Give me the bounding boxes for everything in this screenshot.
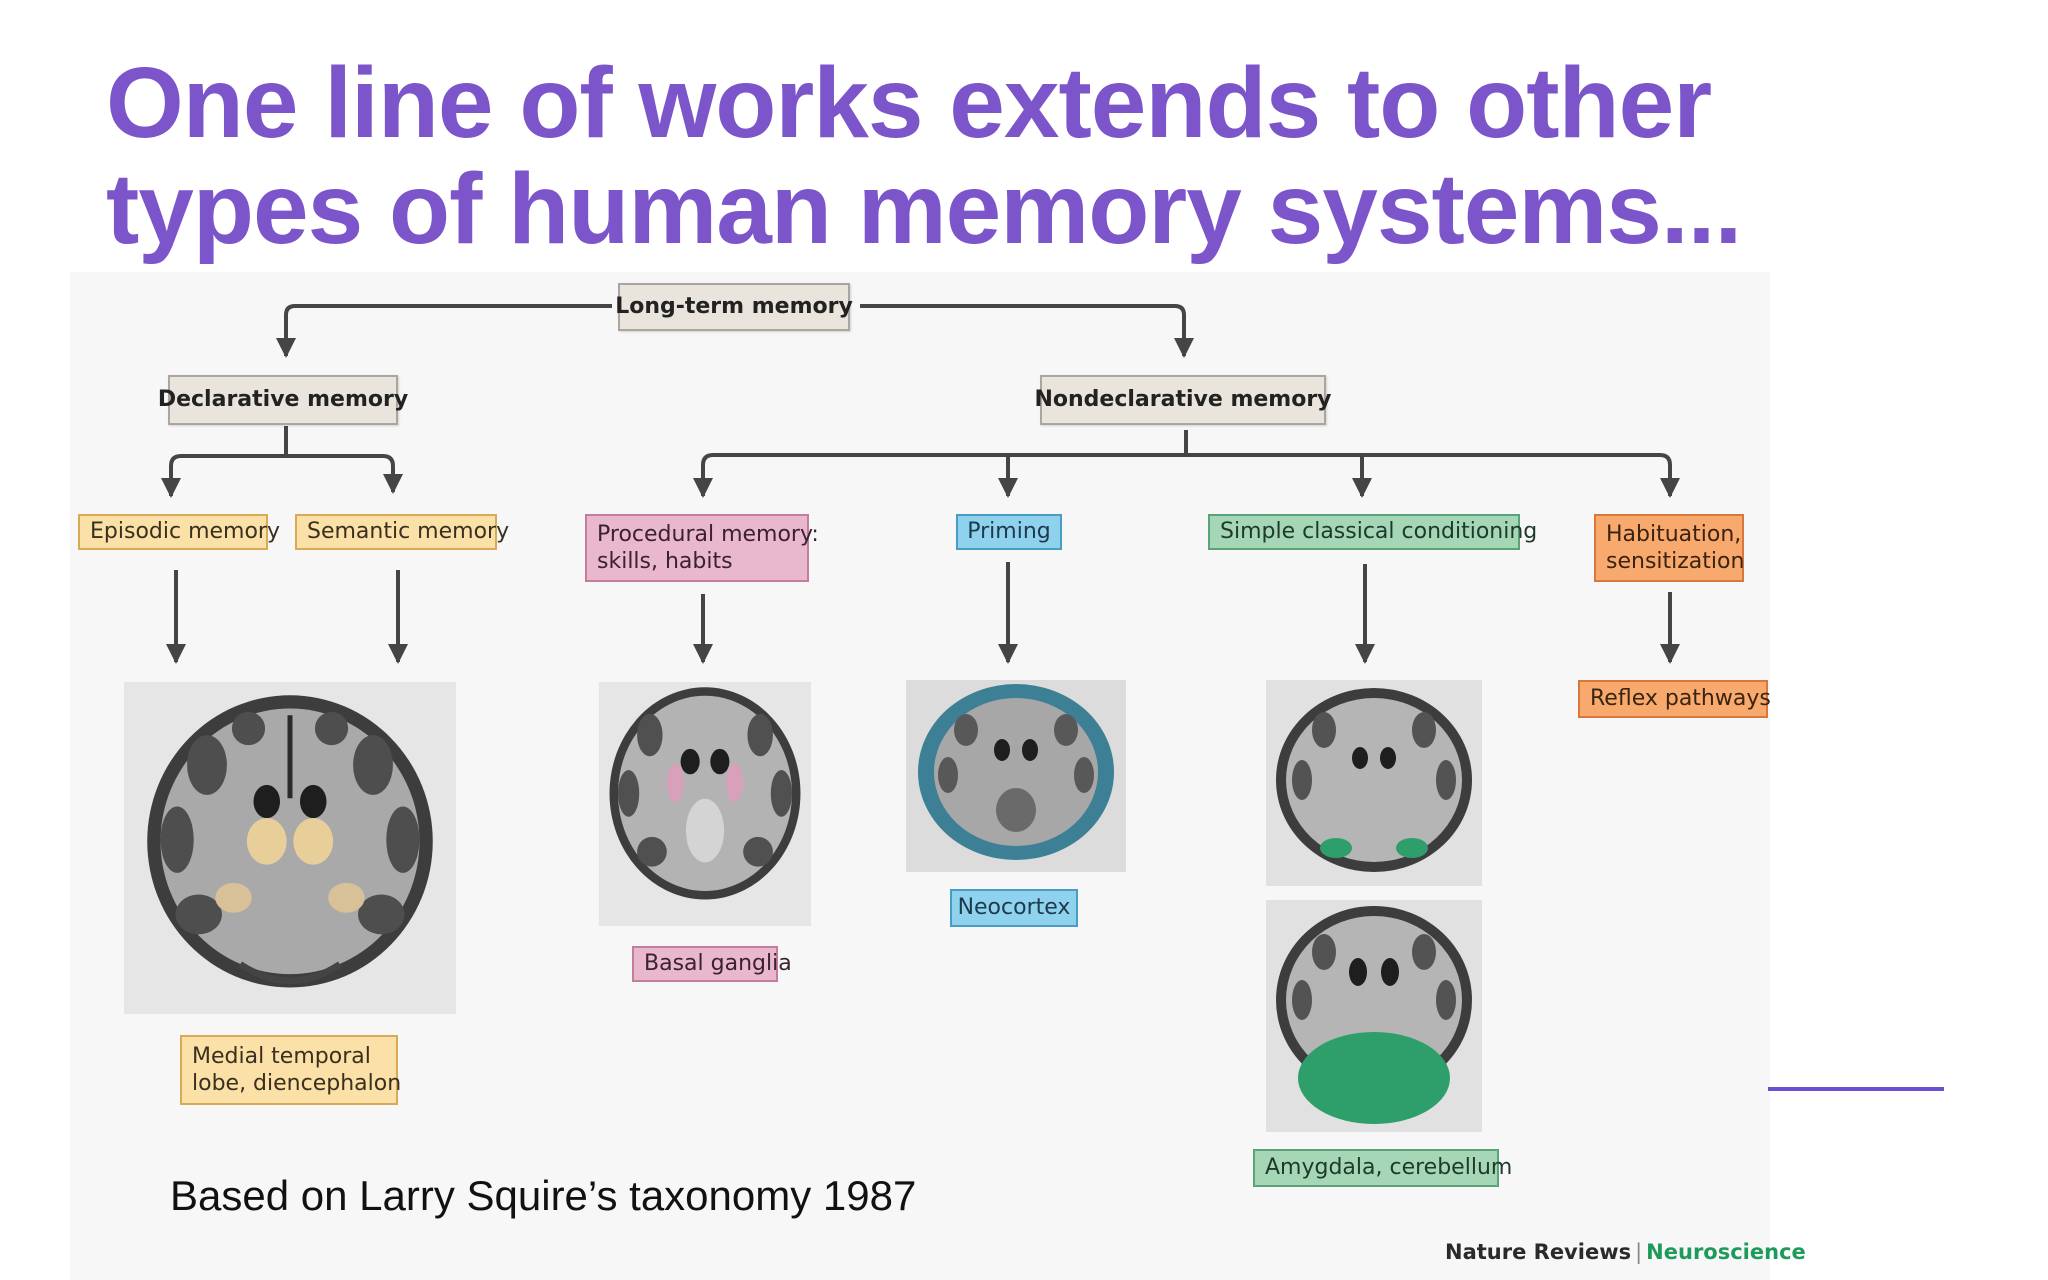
habituation-line-2: sensitization (1606, 549, 1745, 574)
medial-temporal-line-1: Medial temporal (192, 1044, 371, 1069)
brain-scan-priming (906, 680, 1126, 872)
semantic-memory-label: Semantic memory (307, 519, 510, 544)
reflex-pathways-box: Reflex pathways (1578, 680, 1771, 718)
habituation-line-1: Habituation, (1606, 522, 1742, 547)
basal-ganglia-label: Basal ganglia (644, 951, 792, 976)
title-line-2: types of human memory systems... (106, 153, 1742, 265)
journal-attribution: Nature Reviews|Neuroscience (1445, 1240, 1806, 1264)
declarative-memory-label: Declarative memory (157, 387, 409, 412)
semantic-memory-box: Semantic memory (295, 514, 509, 550)
habituation-sensitization-box: Habituation, sensitization (1594, 514, 1744, 582)
declarative-memory-box: Declarative memory (158, 375, 408, 425)
nondeclarative-memory-box: Nondeclarative memory (1034, 375, 1332, 425)
medial-temporal-lobe-box: Medial temporal lobe, diencephalon (180, 1035, 402, 1105)
episodic-memory-label: Episodic memory (90, 519, 280, 544)
journal-separator: | (1635, 1240, 1643, 1264)
brain-scan-declarative (124, 682, 456, 1014)
brain-scan-conditioning-amygdala (1266, 680, 1482, 886)
basal-ganglia-box: Basal ganglia (632, 946, 792, 982)
journal-name: Nature Reviews (1445, 1240, 1632, 1264)
title-line-1: One line of works extends to other (106, 47, 1712, 159)
neocortex-box: Neocortex (950, 889, 1078, 927)
long-term-memory-label: Long-term memory (615, 294, 853, 319)
neocortex-label: Neocortex (957, 895, 1071, 920)
nondeclarative-memory-label: Nondeclarative memory (1034, 387, 1332, 412)
reflex-pathways-label: Reflex pathways (1590, 686, 1771, 711)
amygdala-cerebellum-label: Amygdala, cerebellum (1265, 1155, 1513, 1180)
procedural-memory-box: Procedural memory: skills, habits (585, 514, 819, 582)
simple-classical-conditioning-box: Simple classical conditioning (1208, 514, 1537, 550)
procedural-memory-line-2: skills, habits (597, 549, 733, 574)
taxonomy-credit: Based on Larry Squire’s taxonomy 1987 (170, 1172, 917, 1219)
brain-scan-procedural (598, 682, 812, 926)
procedural-memory-line-1: Procedural memory: (597, 522, 819, 547)
slide-title: One line of works extends to other types… (106, 50, 1806, 262)
brain-scan-conditioning-cerebellum (1266, 900, 1482, 1132)
decorative-rule (1768, 1087, 1944, 1091)
long-term-memory-box: Long-term memory (615, 283, 853, 331)
priming-label: Priming (967, 519, 1051, 544)
episodic-memory-box: Episodic memory (78, 514, 280, 550)
priming-box: Priming (956, 514, 1062, 550)
simple-classical-conditioning-label: Simple classical conditioning (1220, 519, 1538, 544)
medial-temporal-line-2: lobe, diencephalon (192, 1071, 402, 1096)
journal-section: Neuroscience (1646, 1240, 1806, 1264)
amygdala-cerebellum-box: Amygdala, cerebellum (1253, 1149, 1512, 1187)
